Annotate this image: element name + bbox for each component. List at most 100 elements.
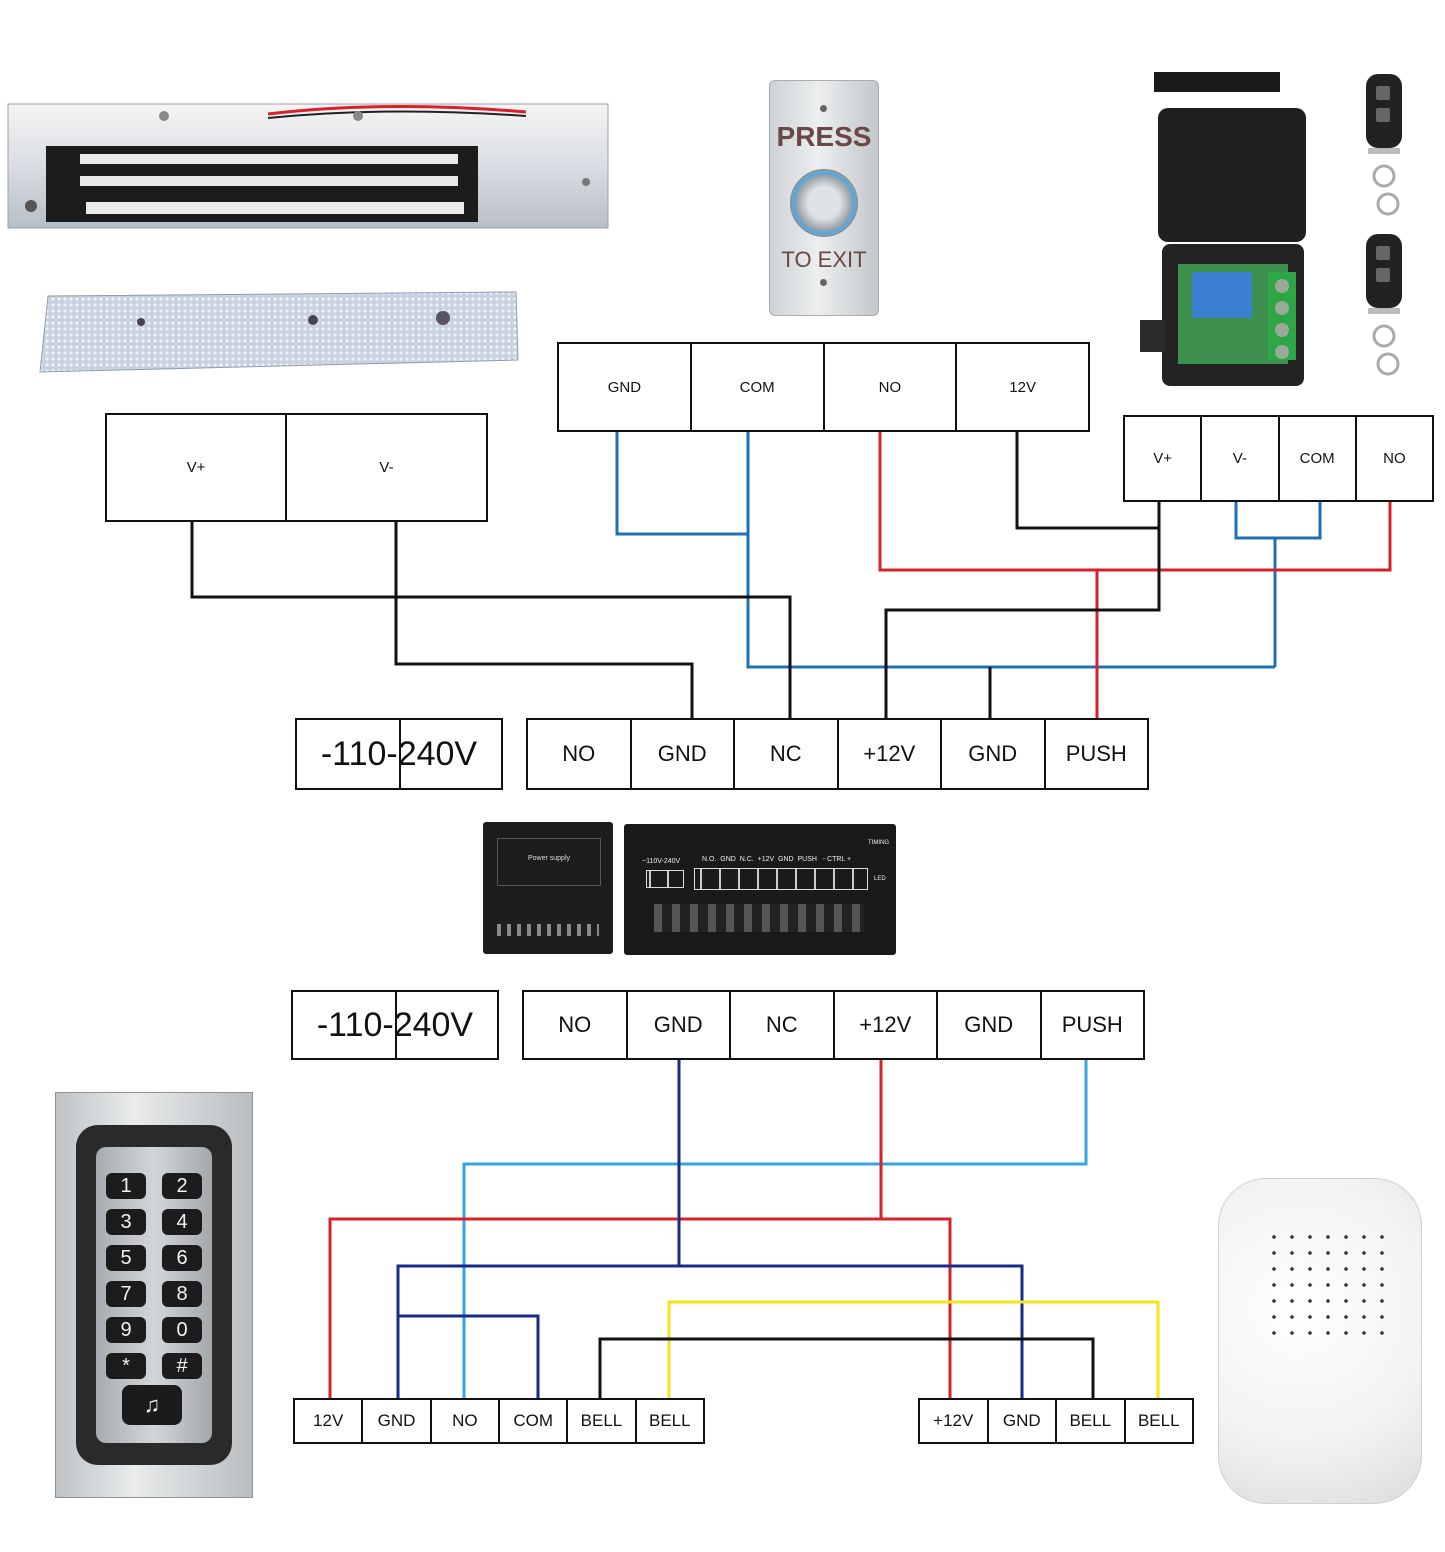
terminal-bell: BELL — [568, 1400, 637, 1442]
terminal-no: NO — [1383, 450, 1406, 467]
exit-button-panel: PRESS TO EXIT — [769, 80, 879, 316]
keypad-key[interactable]: 8 — [162, 1281, 202, 1307]
psu-input-screws — [646, 870, 684, 888]
terminal-no: NO — [524, 992, 628, 1058]
screw-icon — [820, 279, 827, 286]
terminal-com: COM — [500, 1400, 569, 1442]
exit-button-terminals: GND COM NO 12V — [557, 342, 1090, 432]
terminal-com: COM — [692, 344, 825, 430]
wire-bell-gnd — [679, 1264, 1024, 1398]
key-fob-icon — [1366, 74, 1402, 216]
wire-lock-vplus — [190, 522, 792, 720]
keypad-key[interactable]: 3 — [106, 1209, 146, 1235]
keypad-key[interactable]: 0 — [162, 1317, 202, 1343]
wire-bottom-push — [462, 1060, 1088, 1398]
psu-output-screws — [694, 868, 868, 890]
terminal-vminus: V- — [1202, 417, 1280, 500]
keypad-key[interactable]: 6 — [162, 1245, 202, 1271]
remote-receiver-icon — [1140, 72, 1306, 386]
doorbell-device — [1218, 1178, 1422, 1504]
terminal-no: NO — [432, 1400, 500, 1442]
terminal-vplus: V+ — [107, 415, 287, 520]
bell-terminals: +12V GND BELL BELL — [918, 1398, 1194, 1444]
wire-bottom-12v — [328, 1060, 883, 1398]
psu-front-title: Power supply — [527, 855, 571, 862]
psu-front-photo: Power supply — [483, 822, 613, 954]
terminal-nc: NC — [735, 720, 839, 788]
magnetic-lock-icon — [7, 103, 609, 229]
wire-lock-vminus — [394, 522, 694, 720]
voltage-divider — [399, 718, 401, 790]
wire-remote-vplus — [884, 502, 1161, 720]
psu-bottom-terminals: NO GND NC +12V GND PUSH — [522, 990, 1145, 1060]
keypad-key[interactable]: 4 — [162, 1209, 202, 1235]
to-exit-label: TO EXIT — [781, 247, 867, 272]
wire-bottom-gnd — [396, 1060, 681, 1398]
terminal-push: PUSH — [1065, 741, 1127, 766]
terminal-gnd: GND — [989, 1400, 1057, 1442]
wire-bell-black — [598, 1337, 1095, 1398]
armature-plate-icon — [39, 291, 519, 373]
keypad-key[interactable]: 7 — [106, 1281, 146, 1307]
screw-icon — [820, 105, 827, 112]
press-label: PRESS — [776, 121, 872, 152]
terminal-com: COM — [1280, 417, 1357, 500]
voltage-divider — [395, 990, 397, 1060]
psu-front-terminals — [497, 924, 599, 936]
terminal-gnd: GND — [942, 720, 1046, 788]
psu-front-panel: Power supply — [497, 838, 601, 886]
terminal-12v: +12V — [839, 720, 942, 788]
terminal-gnd: GND — [632, 720, 735, 788]
terminal-bell: BELL — [649, 1411, 691, 1430]
psu-top-terminals: NO GND NC +12V GND PUSH — [526, 718, 1149, 790]
terminal-nc: NC — [731, 992, 835, 1058]
terminal-push: PUSH — [1061, 1012, 1123, 1037]
voltage-label: -110-240V — [316, 1005, 474, 1044]
wire-bell-12v — [881, 1217, 952, 1398]
terminal-bell: BELL — [1137, 1411, 1180, 1430]
timing-label: TIMING — [868, 840, 889, 846]
wire-exit-com — [746, 432, 1275, 669]
terminal-12v: +12V — [920, 1400, 989, 1442]
keypad-key[interactable]: # — [162, 1353, 202, 1379]
terminal-vminus: V- — [379, 459, 394, 476]
keypad-key[interactable]: 2 — [162, 1173, 202, 1199]
remote-terminals: V+ V- COM NO — [1123, 415, 1434, 502]
lock-terminals: V+ V- — [105, 413, 488, 522]
keypad-key[interactable]: 5 — [106, 1245, 146, 1271]
psu-outputs-label: N.O. GND N.C. +12V GND PUSH - CTRL + — [702, 856, 852, 863]
wire-exit-no — [878, 432, 1392, 572]
terminal-12v: +12V — [835, 992, 938, 1058]
speaker-grille-icon — [1265, 1229, 1389, 1339]
terminal-gnd: GND — [628, 992, 731, 1058]
wire-keypad-com — [398, 1314, 540, 1398]
bell-button-icon[interactable]: ♫ — [122, 1385, 182, 1425]
voltage-label: -110-240V — [320, 734, 478, 773]
psu-input-label: ~110V-240V — [642, 858, 681, 865]
keypad-key[interactable]: * — [106, 1353, 146, 1379]
terminal-bell: BELL — [1057, 1400, 1126, 1442]
wire-exit-12v — [1015, 432, 1159, 530]
psu-terminal-bank — [654, 904, 864, 932]
keypad-terminals: 12V GND NO COM BELL BELL — [293, 1398, 705, 1444]
keypad-key[interactable]: 9 — [106, 1317, 146, 1343]
keypad-key[interactable]: 1 — [106, 1173, 146, 1199]
wire-remote-vminus — [1234, 502, 1322, 540]
terminal-12v: 12V — [1009, 378, 1036, 396]
terminal-gnd: GND — [363, 1400, 432, 1442]
terminal-no: NO — [528, 720, 632, 788]
wire-bell-yellow — [667, 1300, 1160, 1398]
push-button-icon[interactable] — [790, 169, 858, 237]
terminal-gnd: GND — [938, 992, 1042, 1058]
terminal-gnd: GND — [559, 344, 692, 430]
psu-top-photo: ~110V-240V N.O. GND N.C. +12V GND PUSH -… — [624, 824, 896, 955]
terminal-12v: 12V — [295, 1400, 364, 1442]
key-fob-icon — [1366, 234, 1402, 376]
terminal-vplus: V+ — [1125, 417, 1203, 500]
led-label: LED — [874, 876, 886, 882]
wire-exit-gnd — [615, 432, 748, 536]
